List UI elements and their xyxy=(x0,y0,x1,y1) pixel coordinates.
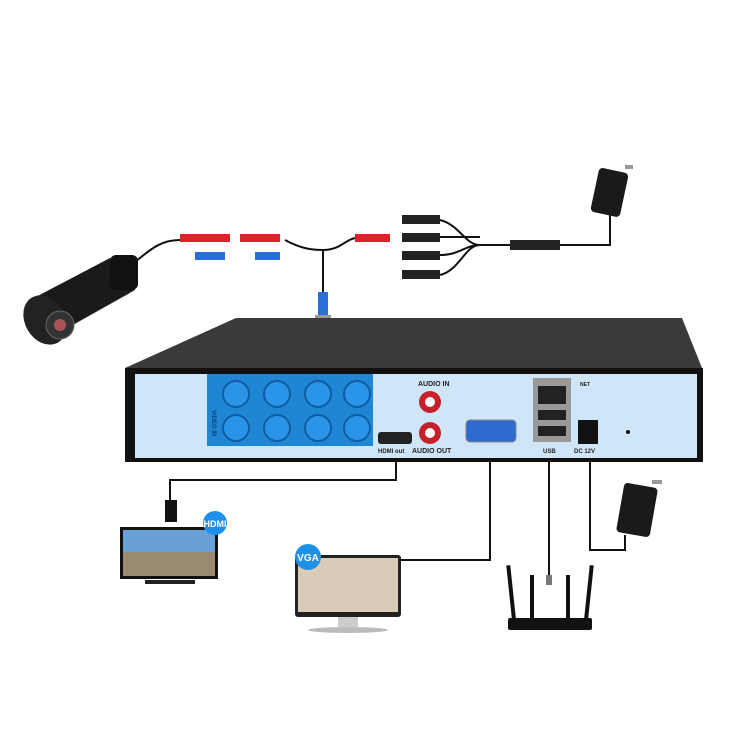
net-label: NET xyxy=(580,382,590,388)
router xyxy=(506,565,594,630)
hdmi-cable xyxy=(169,452,397,505)
hdmi-out-label: HDMI out xyxy=(378,449,404,455)
dvr-unit xyxy=(125,318,703,462)
power-adapter-bottom xyxy=(616,480,662,537)
power-splitter-connectors xyxy=(402,215,560,279)
audio-ports xyxy=(419,391,441,444)
hdmi-monitor xyxy=(120,500,227,584)
cctv-camera xyxy=(23,255,138,345)
video-audio-splitter xyxy=(180,234,390,329)
vga-monitor xyxy=(295,544,401,633)
dc-label: DC 12V xyxy=(574,449,595,455)
splitter-cable xyxy=(284,237,356,300)
vga-badge: VGA xyxy=(297,553,319,564)
video-in-label: VIDEO IN xyxy=(210,410,216,436)
camera-cable xyxy=(134,239,181,263)
hdmi-badge: HDMI xyxy=(204,519,227,529)
vga-cable xyxy=(400,445,491,561)
dc-cable xyxy=(589,445,626,551)
power-splitter-cable xyxy=(439,205,611,276)
bnc-ports xyxy=(222,380,371,442)
vga-port xyxy=(465,419,517,443)
audio-out-label: AUDIO OUT xyxy=(412,448,452,455)
power-adapter-top xyxy=(590,165,633,217)
dc-port xyxy=(578,420,598,444)
audio-in-label: AUDIO IN xyxy=(418,381,450,388)
usb-label: USB xyxy=(543,449,556,455)
hdmi-port xyxy=(378,432,412,444)
